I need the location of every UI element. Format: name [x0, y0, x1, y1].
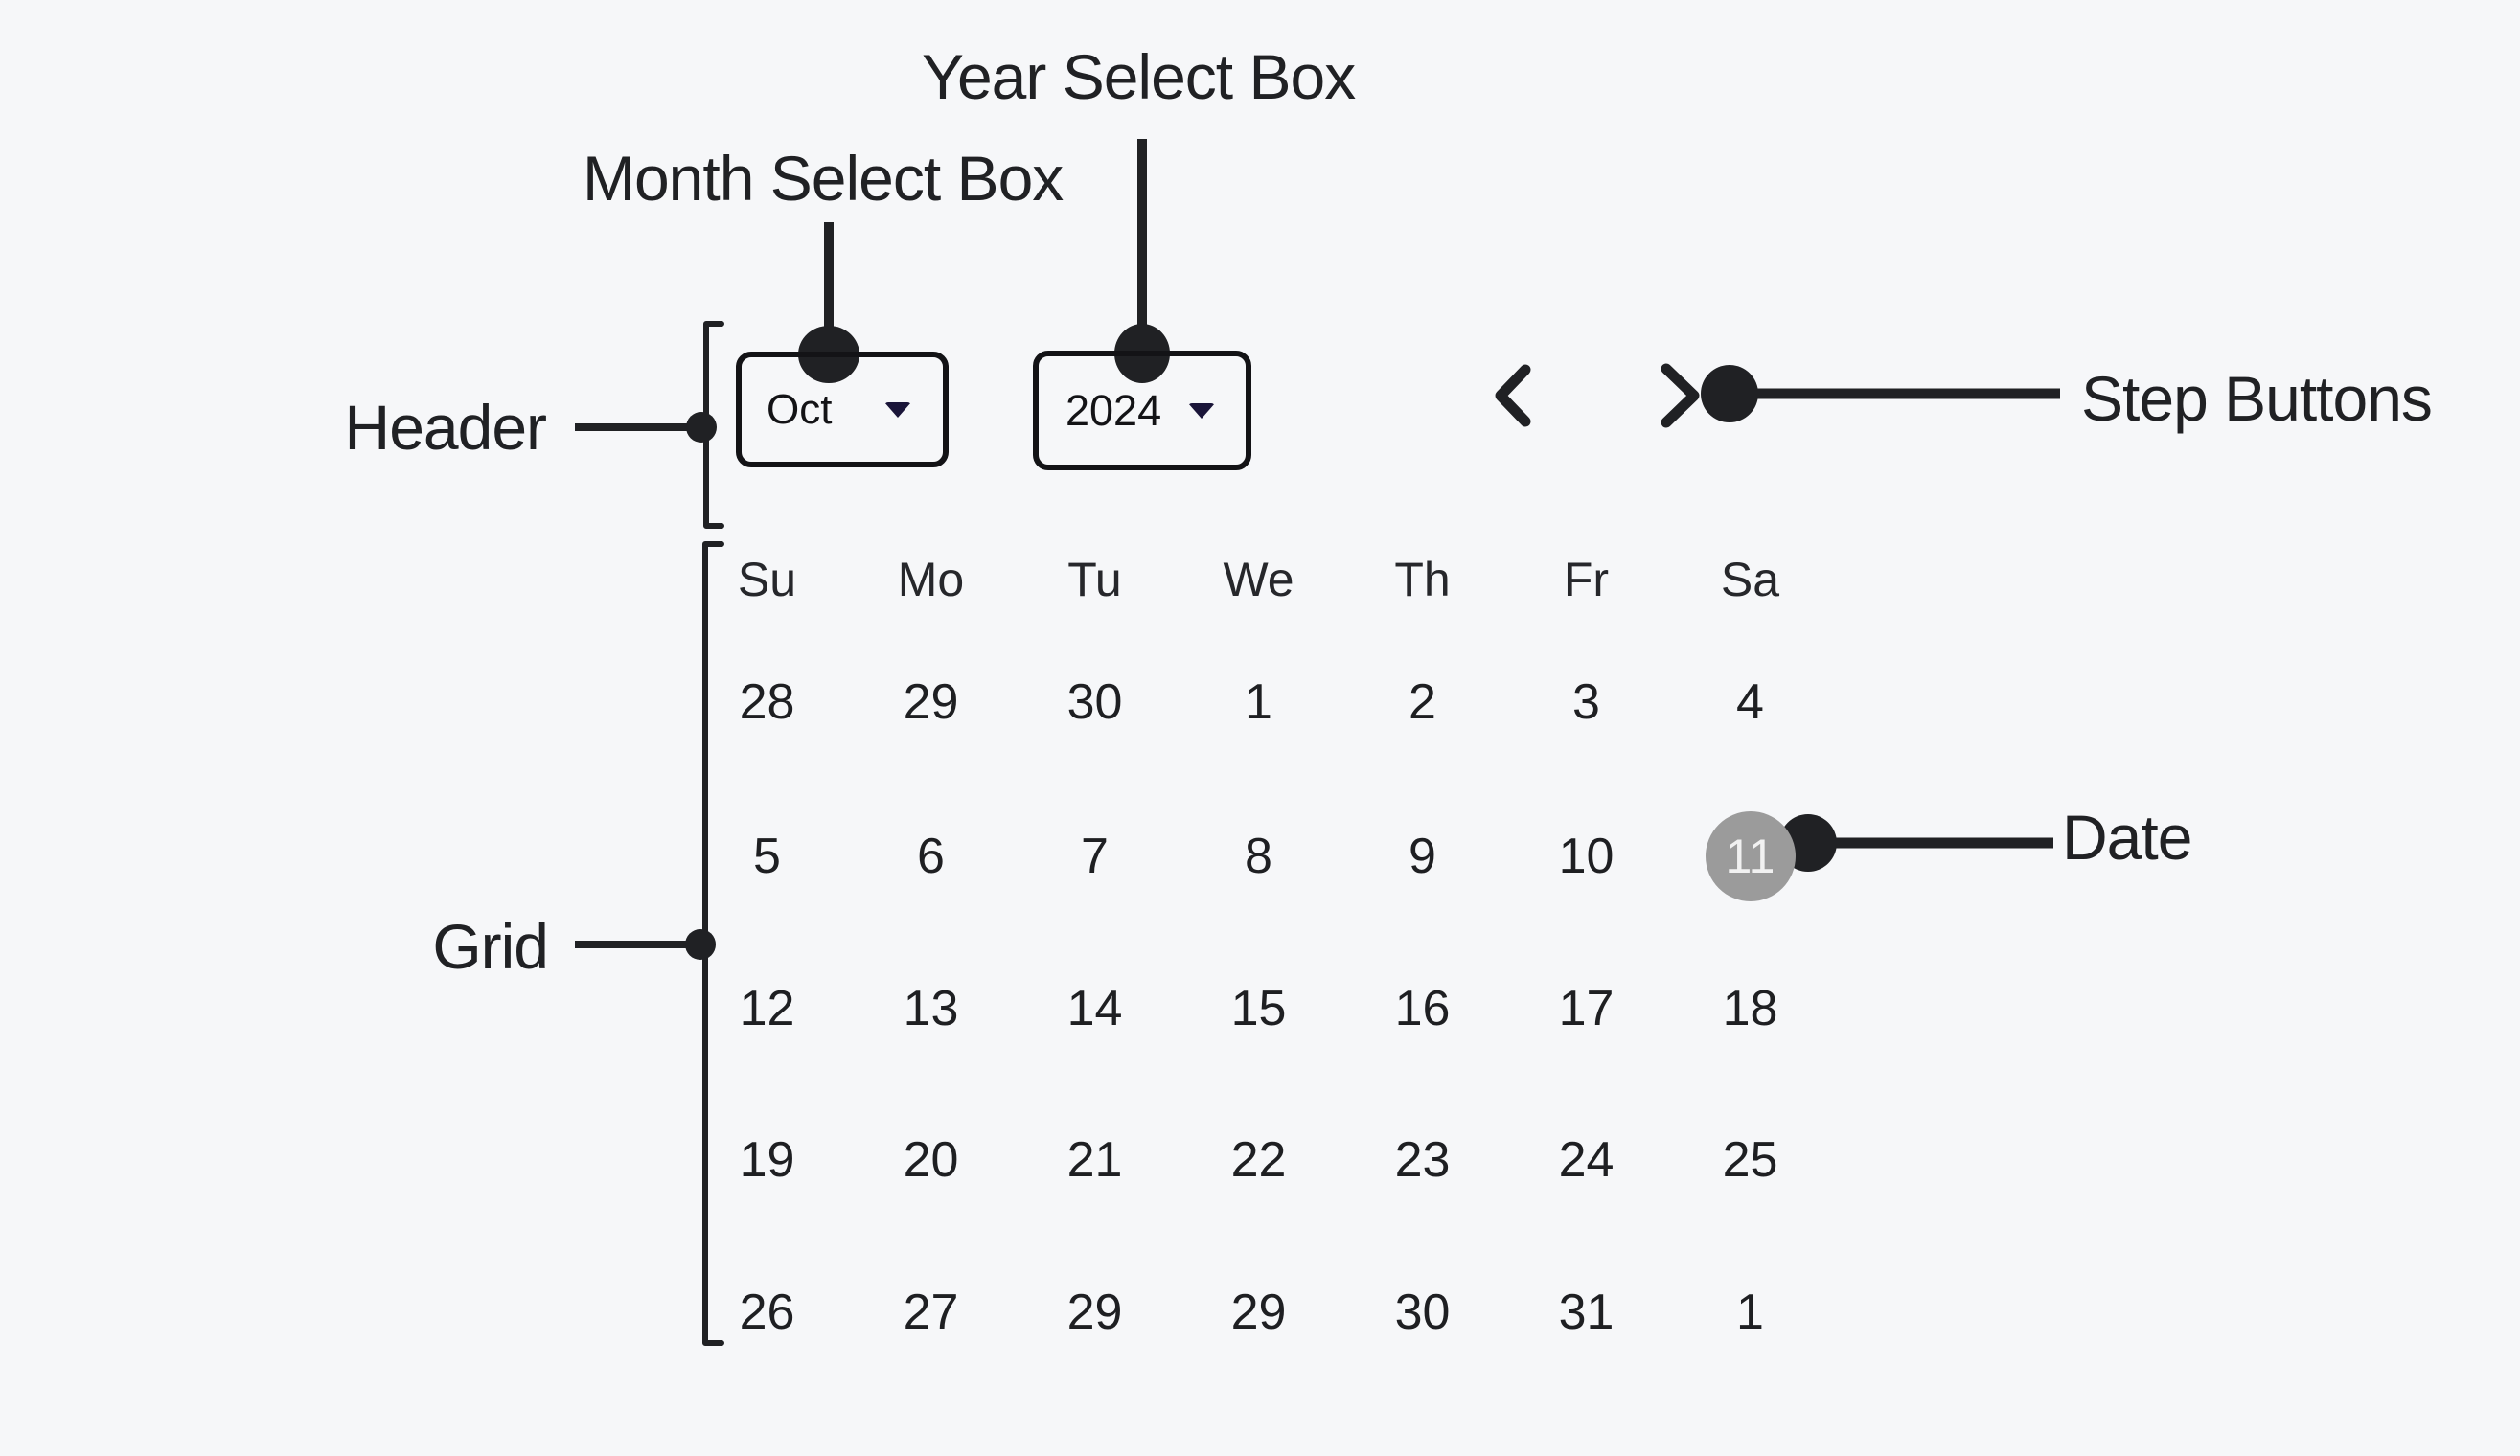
annotation-label-date: Date [2062, 802, 2192, 873]
weekday-label: Mo [897, 553, 965, 606]
calendar-day-cell[interactable]: 17 [1558, 981, 1615, 1036]
calendar-day-cell[interactable]: 25 [1722, 1132, 1778, 1188]
calendar-day-cell[interactable]: 23 [1394, 1132, 1451, 1188]
calendar-day-cell[interactable]: 24 [1558, 1132, 1615, 1188]
calendar-day-cell[interactable]: 5 [753, 829, 781, 884]
annotation-label-header: Header [344, 392, 547, 463]
annotation-label-step-buttons: Step Buttons [2081, 363, 2433, 434]
calendar-day-cell[interactable]: 18 [1722, 981, 1778, 1036]
year-select-value: 2024 [1065, 385, 1162, 435]
calendar-day-cell[interactable]: 10 [1558, 829, 1615, 884]
chevron-right-icon [1661, 363, 1700, 428]
weekday-header-row: Su Mo Tu We Th Fr Sa [685, 546, 1832, 613]
calendar-day-cell[interactable]: 1 [1736, 1285, 1764, 1340]
calendar-day-cell[interactable]: 7 [1081, 829, 1109, 884]
annotation-label-month-select: Month Select Box [583, 143, 1064, 214]
calendar-day-cell[interactable]: 19 [739, 1132, 795, 1188]
calendar-day-cell[interactable]: 31 [1558, 1285, 1615, 1340]
weekday-label: Sa [1720, 553, 1780, 606]
calendar-day-cell[interactable]: 29 [1230, 1285, 1287, 1340]
weekday-label: We [1223, 553, 1294, 606]
month-select-box[interactable]: Oct [736, 352, 949, 467]
annotation-label-year-select: Year Select Box [922, 41, 1356, 112]
year-select-box[interactable]: 2024 [1033, 351, 1251, 470]
step-previous-button[interactable] [1485, 362, 1539, 429]
calendar-day-cell[interactable]: 30 [1066, 674, 1123, 730]
calendar-day-cell[interactable]: 9 [1409, 829, 1436, 884]
weekday-label: Su [737, 553, 797, 606]
calendar-day-cell[interactable]: 13 [903, 981, 959, 1036]
weekday-label: Fr [1563, 553, 1610, 606]
calendar-day-cell[interactable]: 20 [903, 1132, 959, 1188]
calendar-day-cell[interactable]: 27 [903, 1285, 959, 1340]
weekday-label: Tu [1067, 553, 1122, 606]
calendar-week-row: 28 29 30 1 2 3 4 [685, 669, 1832, 736]
calendar-day-cell[interactable]: 8 [1245, 829, 1272, 884]
calendar-day-cell[interactable]: 30 [1394, 1285, 1451, 1340]
calendar-week-row: 12 13 14 15 16 17 18 [685, 975, 1832, 1042]
calendar-day-cell[interactable]: 16 [1394, 981, 1451, 1036]
chevron-left-icon [1495, 364, 1531, 427]
calendar-day-cell[interactable]: 3 [1572, 674, 1600, 730]
selected-date-cell[interactable]: 11 [1668, 811, 1832, 901]
calendar-day-cell[interactable]: 29 [1066, 1285, 1123, 1340]
calendar-day-cell[interactable]: 6 [917, 829, 945, 884]
step-next-button[interactable] [1653, 362, 1707, 429]
calendar-day-cell[interactable]: 1 [1245, 674, 1272, 730]
calendar-week-row: 19 20 21 22 23 24 25 [685, 1126, 1832, 1194]
weekday-label: Th [1394, 553, 1451, 606]
calendar-day-cell[interactable]: 29 [903, 674, 959, 730]
selected-date-circle[interactable]: 11 [1705, 811, 1796, 901]
calendar-day-cell[interactable]: 22 [1230, 1132, 1287, 1188]
calendar-day-cell[interactable]: 26 [739, 1285, 795, 1340]
month-select-value: Oct [767, 385, 833, 433]
calendar-day-cell[interactable]: 14 [1066, 981, 1123, 1036]
calendar-day-cell[interactable]: 28 [739, 674, 795, 730]
calendar-day-cell[interactable]: 15 [1230, 981, 1287, 1036]
caret-down-icon [1188, 402, 1215, 419]
calendar-day-cell[interactable]: 21 [1066, 1132, 1123, 1188]
caret-down-icon [884, 401, 911, 418]
annotation-label-grid: Grid [432, 911, 549, 982]
calendar-week-row: 26 27 29 29 30 31 1 [685, 1279, 1832, 1346]
calendar-week-row: 5 6 7 8 9 10 11 [685, 811, 1832, 901]
calendar-day-cell[interactable]: 12 [739, 981, 795, 1036]
calendar-day-cell[interactable]: 4 [1736, 674, 1764, 730]
calendar-day-cell[interactable]: 2 [1409, 674, 1436, 730]
